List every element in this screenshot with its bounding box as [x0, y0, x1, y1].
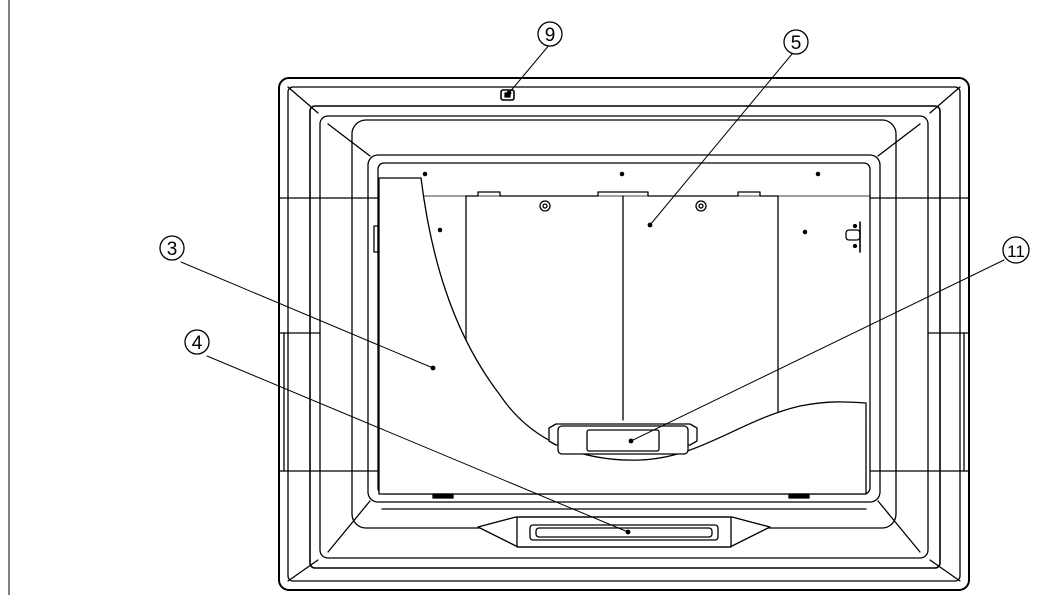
center-handle	[548, 423, 698, 455]
callout-5: 5	[783, 29, 809, 55]
callout-4: 4	[184, 329, 210, 355]
callout-3: 3	[159, 235, 185, 261]
outer-frame	[278, 77, 970, 591]
callout-9-label: 9	[545, 25, 556, 46]
tub-basin	[319, 119, 929, 553]
callout-11-label: 11	[1007, 242, 1025, 261]
front-bar	[477, 516, 771, 548]
leader-dots	[430, 90, 653, 535]
callout-5-label: 5	[791, 33, 802, 54]
callout-4-label: 4	[192, 333, 203, 354]
callout-3-label: 3	[167, 239, 178, 260]
top-indicator	[500, 89, 515, 101]
leader-lines	[180, 43, 1005, 533]
bottom-tabs	[432, 493, 810, 499]
callout-11: 11	[1002, 236, 1030, 264]
cover-sheet	[378, 177, 867, 495]
callout-9: 9	[537, 21, 563, 47]
